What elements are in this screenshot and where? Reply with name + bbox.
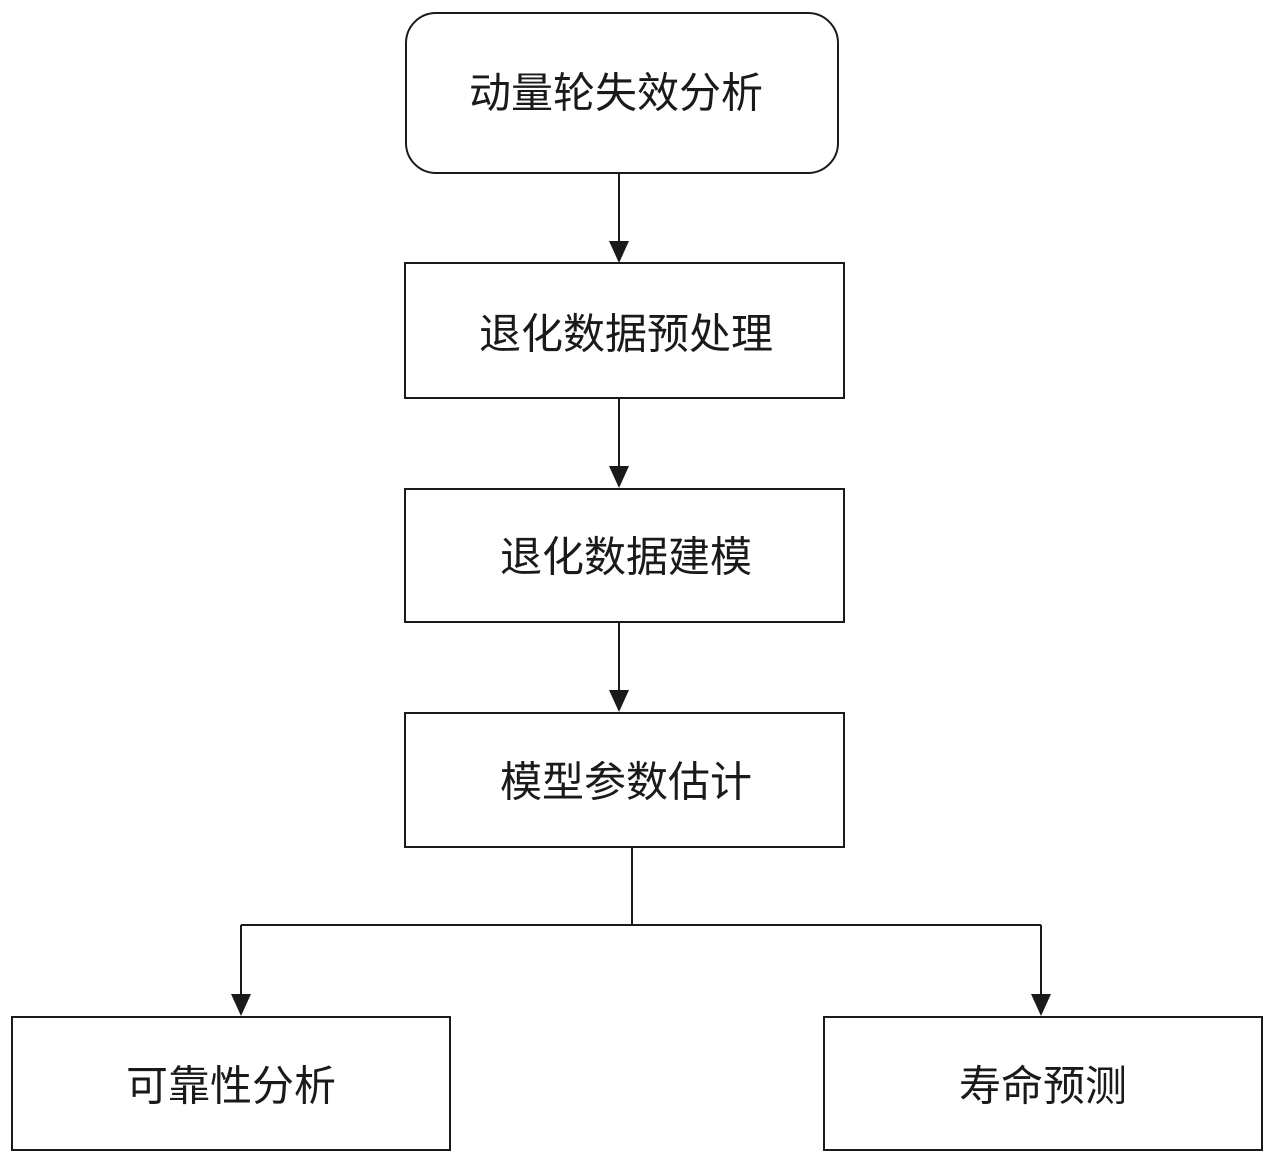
node-life-prediction: 寿命预测 — [824, 1017, 1262, 1150]
node-failure-analysis: 动量轮失效分析 — [406, 13, 838, 173]
arrowhead-icon — [609, 466, 629, 488]
node-preprocessing: 退化数据预处理 — [405, 263, 844, 398]
arrowhead-icon — [609, 690, 629, 712]
edge-failure-to-preprocessing — [609, 173, 629, 263]
node-parameter-estimation-label: 模型参数估计 — [500, 758, 752, 807]
node-failure-analysis-label: 动量轮失效分析 — [469, 69, 763, 118]
arrowhead-icon — [231, 994, 251, 1016]
edge-preprocessing-to-modeling — [609, 398, 629, 488]
node-parameter-estimation: 模型参数估计 — [405, 713, 844, 847]
node-reliability-analysis-label: 可靠性分析 — [126, 1062, 336, 1111]
node-modeling: 退化数据建模 — [405, 489, 844, 622]
edge-to-life-prediction — [1031, 925, 1051, 1016]
arrowhead-icon — [1031, 994, 1051, 1016]
node-reliability-analysis: 可靠性分析 — [12, 1017, 450, 1150]
edge-branch-from-parameter-estimation — [241, 847, 1041, 925]
edge-to-reliability-analysis — [231, 925, 251, 1016]
edge-modeling-to-parameter-estimation — [609, 622, 629, 712]
node-life-prediction-label: 寿命预测 — [959, 1062, 1127, 1111]
node-modeling-label: 退化数据建模 — [500, 533, 752, 582]
node-preprocessing-label: 退化数据预处理 — [479, 310, 773, 359]
arrowhead-icon — [609, 241, 629, 263]
